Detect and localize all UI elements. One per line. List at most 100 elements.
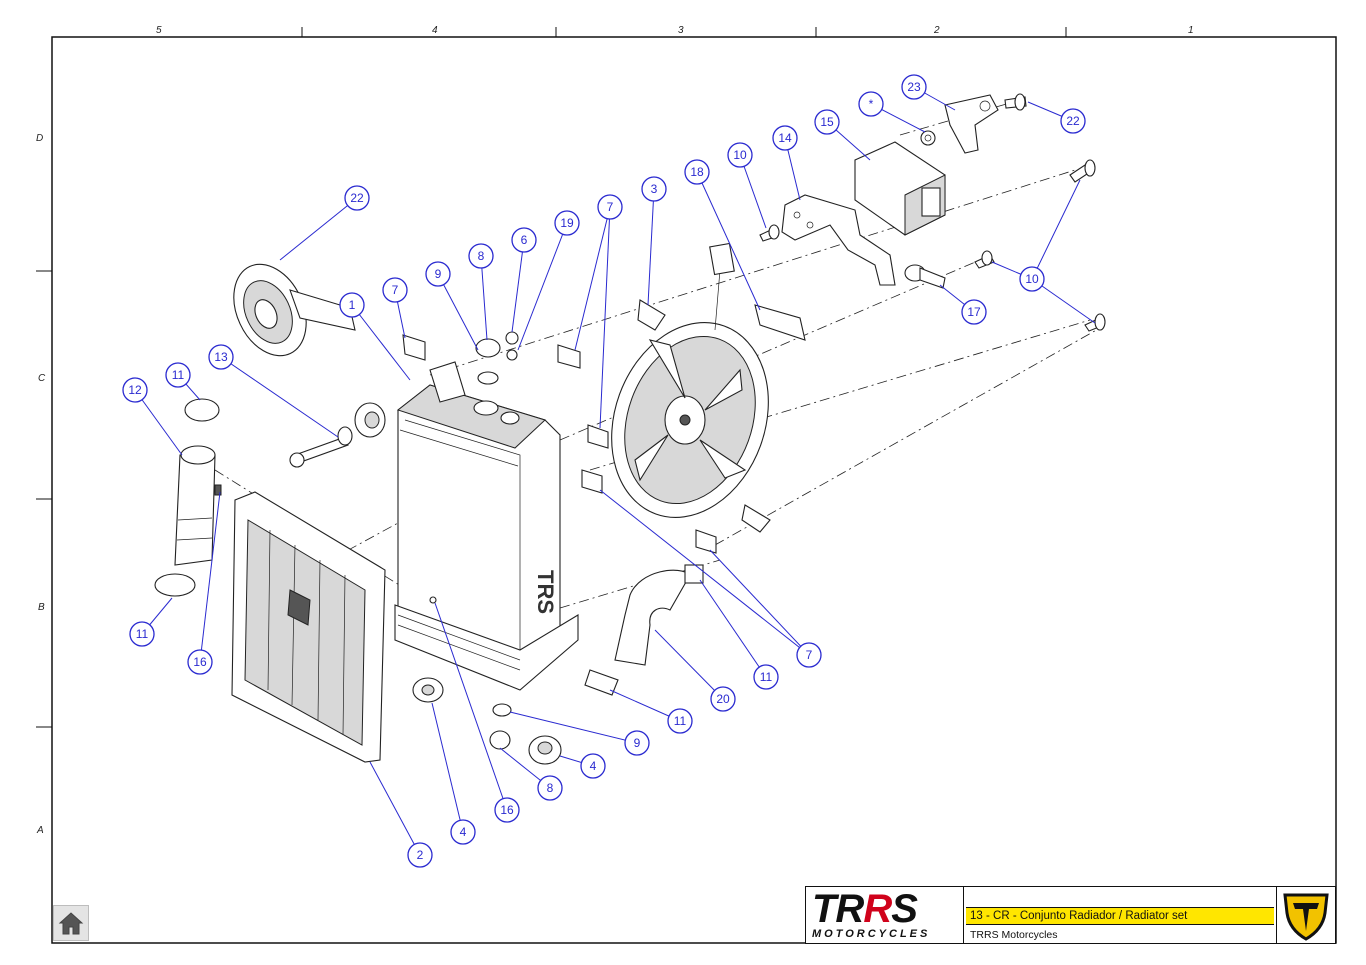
- svg-text:9: 9: [634, 736, 641, 750]
- svg-text:9: 9: [435, 267, 442, 281]
- svg-text:19: 19: [560, 216, 574, 230]
- svg-text:8: 8: [478, 249, 485, 263]
- svg-text:*: *: [869, 97, 874, 111]
- horn-part: [233, 263, 356, 357]
- svg-text:15: 15: [820, 115, 834, 129]
- svg-text:14: 14: [778, 131, 792, 145]
- callout-11-a: 11: [165, 362, 191, 388]
- svg-text:20: 20: [716, 692, 730, 706]
- lower-hose-part: [154, 398, 222, 597]
- relay-part: [854, 141, 946, 236]
- svg-text:16: 16: [500, 803, 514, 817]
- callout-23: 23: [901, 74, 927, 100]
- svg-text:11: 11: [760, 670, 773, 684]
- lower-mounts-part: [412, 596, 562, 765]
- callout-9-b: 9: [624, 730, 650, 756]
- svg-text:12: 12: [128, 383, 142, 397]
- grid-col-5: 5: [156, 25, 162, 36]
- callout-11-c: 11: [667, 708, 693, 734]
- callout-11-d: 11: [753, 664, 779, 690]
- clip-part: [754, 264, 946, 341]
- callout-22-bolt: 22: [1060, 108, 1086, 134]
- callout-8-b: 8: [537, 775, 563, 801]
- radiator-brand-text: TRS: [533, 570, 558, 614]
- grid-col-4: 4: [432, 25, 438, 36]
- bracket-part: [781, 194, 896, 286]
- callout-18: 18: [684, 159, 710, 185]
- svg-text:13: 13: [214, 350, 228, 364]
- drawing-frame: [51, 36, 1337, 944]
- svg-text:18: 18: [690, 165, 704, 179]
- radiator-top-fittings: [402, 331, 717, 554]
- radiator-part: TRS: [394, 361, 579, 691]
- home-icon: [58, 912, 84, 935]
- svg-text:17: 17: [967, 305, 981, 319]
- svg-text:4: 4: [460, 825, 467, 839]
- svg-text:22: 22: [1066, 114, 1080, 128]
- callout-20: 20: [710, 686, 736, 712]
- trrs-shield-logo: [1283, 893, 1329, 941]
- drawing-title: 13 - CR - Conjunto Radiador / Radiator s…: [966, 907, 1274, 925]
- title-block: TRRS MOTORCYCLES 13 - CR - Conjunto Radi…: [805, 886, 1336, 944]
- grid-col-3: 3: [678, 25, 684, 36]
- grid-col-1: 1: [1188, 25, 1194, 36]
- grid-row-c: C: [38, 373, 46, 384]
- radiator-cover-part: [231, 491, 386, 763]
- callout-8-a: 8: [468, 243, 494, 269]
- svg-text:10: 10: [1025, 272, 1039, 286]
- callout-2: 2: [407, 842, 433, 868]
- grid-row-d: D: [36, 133, 43, 144]
- svg-text:16: 16: [193, 655, 207, 669]
- callout-19: 19: [554, 210, 580, 236]
- callout-star: *: [858, 91, 884, 117]
- callout-1: 1: [339, 292, 365, 318]
- svg-text:23: 23: [907, 80, 921, 94]
- home-button[interactable]: [53, 905, 89, 941]
- callout-16-a: 16: [187, 649, 213, 675]
- callout-4-a: 4: [450, 819, 476, 845]
- callout-7-b: 7: [597, 194, 623, 220]
- callout-15: 15: [814, 109, 840, 135]
- upper-bracket-part: [920, 93, 1027, 154]
- callout-11-b: 11: [129, 621, 155, 647]
- svg-text:1: 1: [349, 298, 356, 312]
- svg-text:2: 2: [417, 848, 424, 862]
- company-name: TRRS Motorcycles: [970, 929, 1058, 941]
- svg-text:7: 7: [607, 200, 614, 214]
- callout-22-horn: 22: [344, 185, 370, 211]
- grid-row-a: A: [36, 825, 44, 836]
- svg-text:11: 11: [674, 714, 687, 728]
- svg-text:3: 3: [651, 182, 658, 196]
- brand-wordmark: TRRS: [812, 887, 918, 931]
- svg-text:8: 8: [547, 781, 554, 795]
- upper-hose-part: [584, 564, 704, 696]
- callout-9-a: 9: [425, 261, 451, 287]
- grid-col-2: 2: [933, 25, 940, 36]
- callout-7-a: 7: [382, 277, 408, 303]
- brand-subtitle: MOTORCYCLES: [812, 928, 931, 940]
- svg-text:7: 7: [806, 648, 813, 662]
- callout-6: 6: [511, 227, 537, 253]
- callout-10-b: 10: [1019, 266, 1045, 292]
- callout-17: 17: [961, 299, 987, 325]
- callout-10-a: 10: [727, 142, 753, 168]
- column-ticks: [36, 27, 1067, 728]
- callout-7-c: 7: [796, 642, 822, 668]
- callout-14: 14: [772, 125, 798, 151]
- callout-16-b: 16: [494, 797, 520, 823]
- callout-12: 12: [122, 377, 148, 403]
- fan-bolts-part: [759, 159, 1106, 332]
- svg-text:4: 4: [590, 759, 597, 773]
- svg-text:22: 22: [350, 191, 364, 205]
- svg-text:7: 7: [392, 283, 399, 297]
- trrs-brand-logo: TRRS MOTORCYCLES: [806, 887, 964, 943]
- fan-part: [611, 242, 771, 533]
- svg-text:6: 6: [521, 233, 528, 247]
- callout-3: 3: [641, 176, 667, 202]
- grid-row-b: B: [38, 602, 45, 613]
- callout-13: 13: [208, 344, 234, 370]
- svg-text:11: 11: [136, 627, 149, 641]
- callout-4-b: 4: [580, 753, 606, 779]
- svg-text:10: 10: [733, 148, 747, 162]
